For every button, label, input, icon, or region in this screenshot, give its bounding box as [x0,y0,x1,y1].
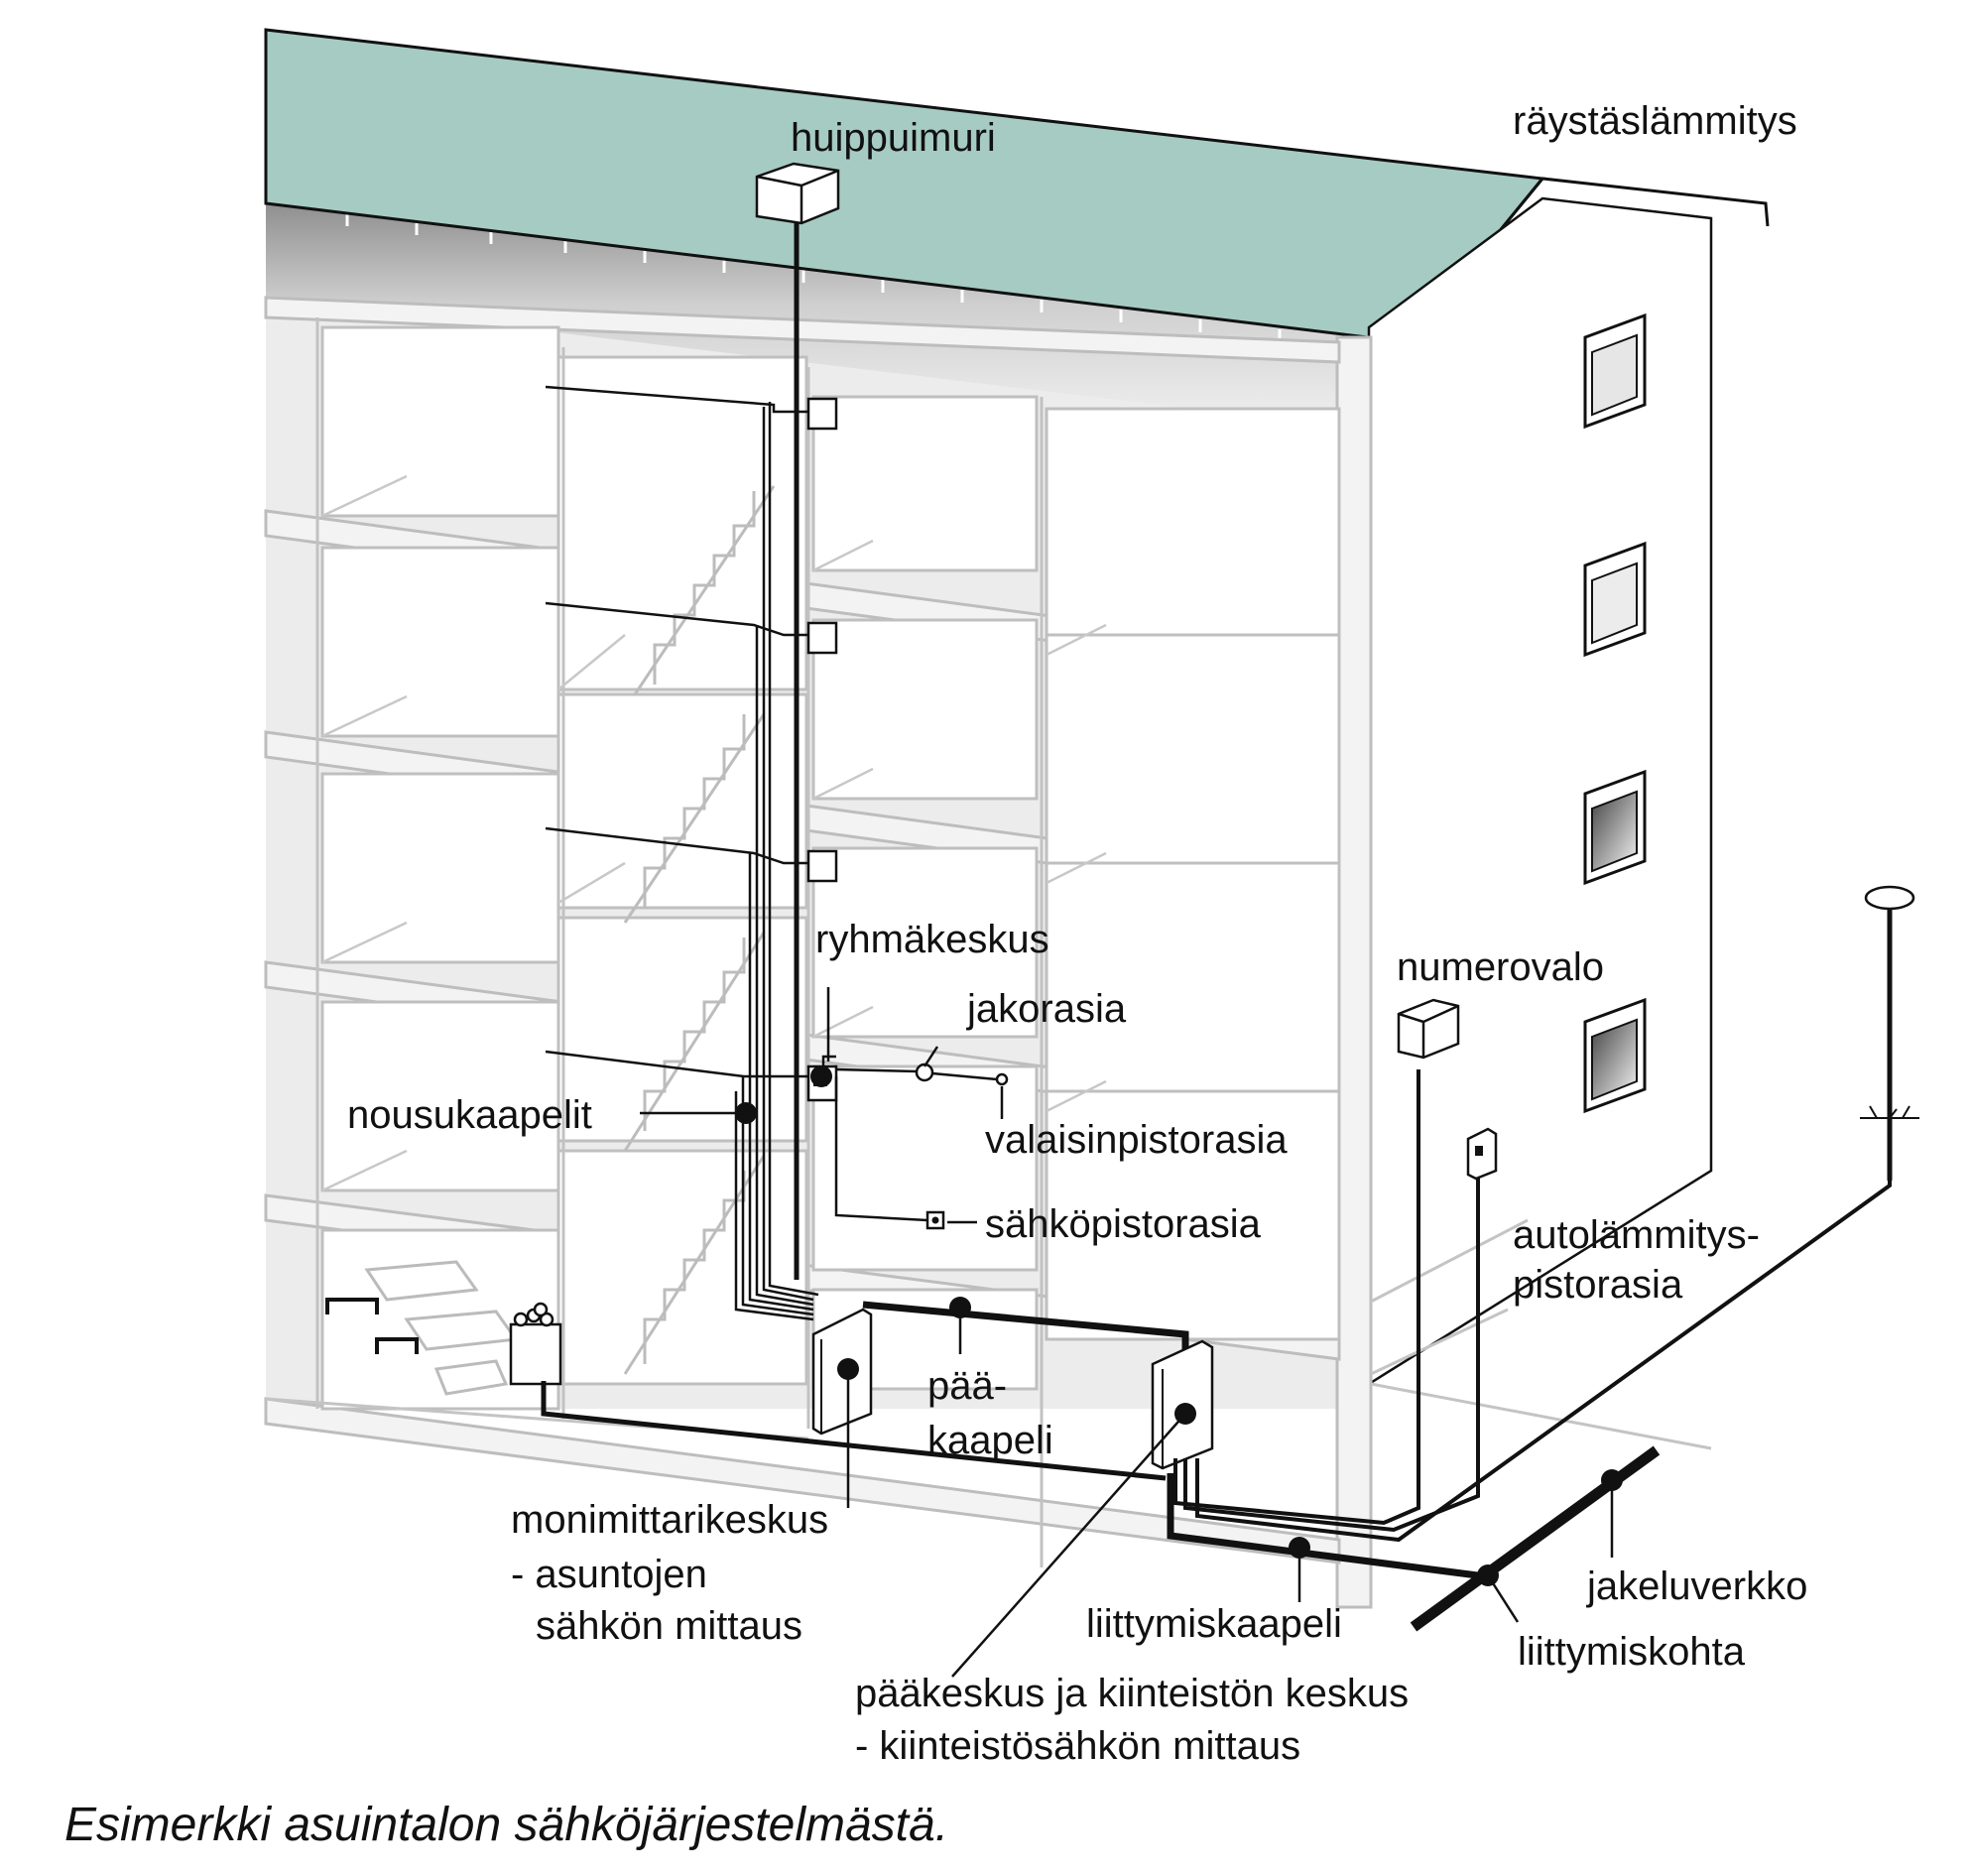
label-nousukaapelit: nousukaapelit [347,1093,592,1137]
label-autolammitys-1: autolämmitys- [1513,1213,1760,1257]
label-paakeskus-1: pääkeskus ja kiinteistön keskus [855,1672,1409,1715]
label-autolammitys-2: pistorasia [1513,1263,1683,1307]
building-structure [266,30,1768,1607]
jakorasia-junction [917,1064,932,1080]
label-monimittari-2: - asuntojen [511,1553,707,1596]
roof-fan-icon [757,164,838,223]
label-sahkopistorasia: sähköpistorasia [985,1202,1262,1246]
label-paakaapeli-2: kaapeli [927,1419,1053,1462]
label-paakeskus-2: - kiinteistösähkön mittaus [855,1724,1300,1768]
label-huippuimuri: huippuimuri [791,116,996,160]
label-monimittari-1: monimittarikeskus [511,1498,828,1542]
car-heater-socket-icon [1468,1129,1496,1179]
label-ryhmakeskus: ryhmäkeskus [815,918,1049,961]
street-lamp-icon [1860,887,1919,1181]
label-liittymiskohta: liittymiskohta [1518,1630,1746,1674]
label-valaisinpistorasia: valaisinpistorasia [985,1118,1288,1162]
label-monimittari-3: sähkön mittaus [536,1604,802,1648]
rooms-left [322,327,558,1409]
caption: Esimerkki asuintalon sähköjärjestelmästä… [64,1799,948,1851]
corner-column [1337,337,1371,1607]
label-numerovalo: numerovalo [1397,945,1604,989]
label-jakorasia: jakorasia [966,987,1127,1031]
label-raystaslammitys: räystäslämmitys [1513,99,1797,143]
label-liittymiskaapeli: liittymiskaapeli [1086,1602,1342,1646]
label-paakaapeli-1: pää- [927,1364,1007,1408]
valaisinpistorasia-outlet [997,1074,1007,1084]
label-jakeluverkko: jakeluverkko [1586,1564,1807,1608]
